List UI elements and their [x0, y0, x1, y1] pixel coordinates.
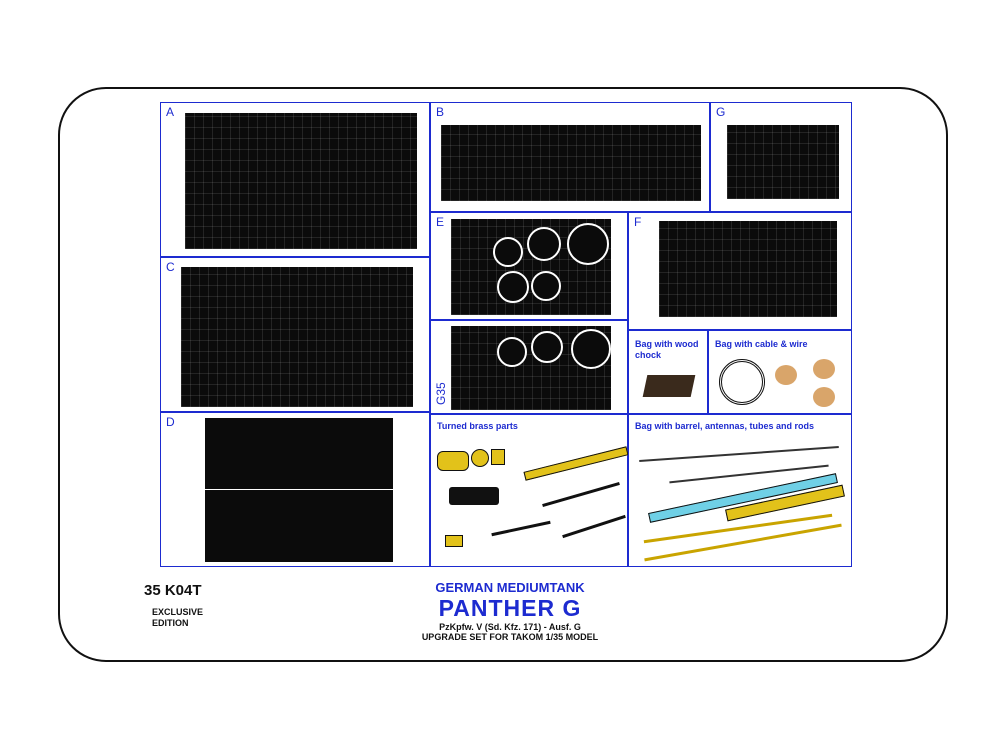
panel-b: B: [430, 102, 710, 212]
wood-chock-part: [642, 375, 696, 397]
etch-sheet-a: [185, 113, 417, 249]
panel-g35-label: G35: [434, 382, 448, 405]
etched-wheel: [531, 331, 563, 363]
brass-part: [471, 449, 489, 467]
panel-wood-chock: Bag with wood chock: [628, 330, 708, 414]
etch-sheet-b: [441, 125, 701, 201]
etch-sheet-c: [181, 267, 413, 407]
product-code: 35 K04T: [144, 582, 202, 599]
etch-sheet-d: [205, 418, 393, 562]
etched-wheel: [497, 271, 529, 303]
brass-barrel: [523, 446, 629, 481]
antenna-rod: [639, 446, 839, 462]
panel-turned-brass: Turned brass parts: [430, 414, 629, 567]
brass-rod: [491, 520, 551, 537]
panel-g-label: G: [716, 105, 726, 119]
panel-cable-wire: Bag with cable & wire: [708, 330, 852, 414]
wire-spool: [813, 387, 835, 407]
brass-rod: [562, 514, 626, 539]
wire-spool: [813, 359, 835, 379]
title-block: GERMAN MEDIUMTANK PANTHER G PzKpfw. V (S…: [380, 580, 640, 642]
etched-wheel: [567, 223, 609, 265]
panel-f: F: [628, 212, 852, 330]
brass-part: [445, 535, 463, 547]
etched-wheel: [531, 271, 561, 301]
panel-e-label: E: [436, 215, 445, 229]
barrel-rods-caption: Bag with barrel, antennas, tubes and rod…: [635, 421, 815, 431]
wood-chock-caption: Bag with wood chock: [635, 339, 699, 360]
edition-label: EXCLUSIVE EDITION: [152, 607, 204, 628]
panel-barrel-rods: Bag with barrel, antennas, tubes and rod…: [628, 414, 852, 567]
panel-g: G: [710, 102, 852, 212]
etch-sheet-g: [727, 125, 839, 199]
panel-b-label: B: [436, 105, 445, 119]
turned-brass-caption: Turned brass parts: [437, 421, 518, 431]
cable-wire-caption: Bag with cable & wire: [715, 339, 808, 349]
upgrade-line: UPGRADE SET FOR TAKOM 1/35 MODEL: [421, 632, 599, 642]
etched-wheel: [493, 237, 523, 267]
product-subtitle: GERMAN MEDIUMTANK: [435, 580, 585, 595]
brass-part: [449, 487, 499, 505]
etched-wheel: [527, 227, 561, 261]
etch-sheet-f: [659, 221, 837, 317]
product-title: PANTHER G: [438, 595, 582, 621]
panel-c-label: C: [166, 260, 175, 274]
product-designation: PzKpfw. V (Sd. Kfz. 171) - Ausf. G: [439, 622, 581, 632]
panel-d: D: [160, 412, 430, 567]
panel-f-label: F: [634, 215, 642, 229]
panel-d-label: D: [166, 415, 175, 429]
wire-spool: [775, 365, 797, 385]
etched-wheel: [497, 337, 527, 367]
panel-e: E: [430, 212, 628, 320]
panel-c: C: [160, 257, 430, 412]
brass-rod: [542, 482, 620, 507]
panel-a: A: [160, 102, 430, 257]
cable-coil: [719, 359, 765, 405]
brass-part: [491, 449, 505, 465]
brass-part: [437, 451, 469, 471]
panel-a-label: A: [166, 105, 175, 119]
panel-g35: G35: [430, 320, 628, 414]
sheet-divider: [205, 489, 393, 490]
etched-wheel: [571, 329, 611, 369]
